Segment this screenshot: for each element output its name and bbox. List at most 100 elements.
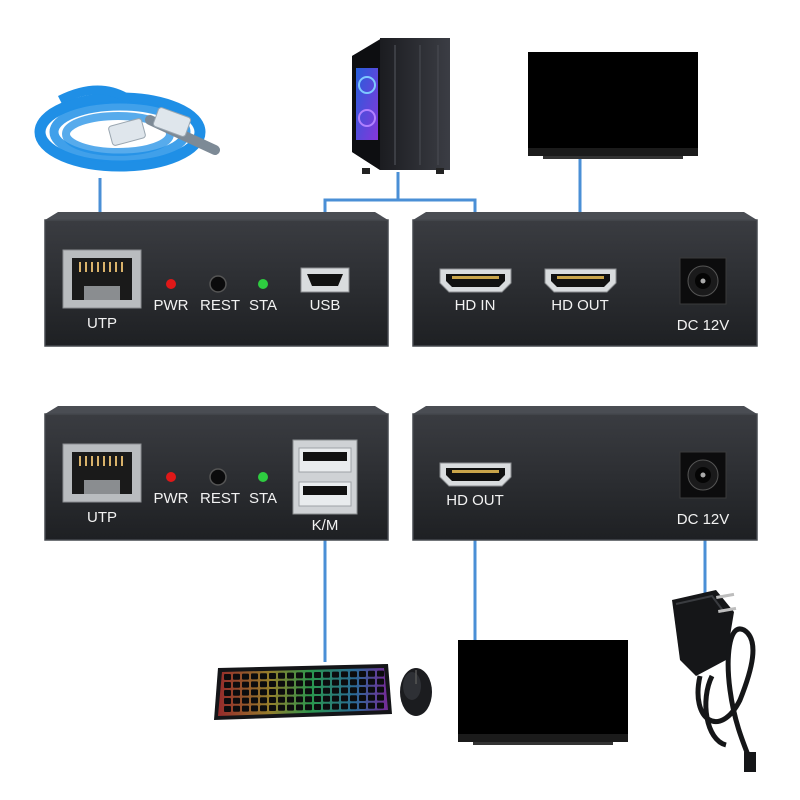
keyboard-key (260, 705, 267, 712)
keyboard-key (287, 672, 294, 679)
keyboard-key (368, 670, 375, 677)
dc-power-jack[interactable] (679, 257, 727, 305)
keyboard-key (233, 681, 240, 688)
keyboard-key (278, 704, 285, 711)
keyboard-key (314, 688, 321, 694)
keyboard-key (377, 670, 384, 677)
keyboard-key (332, 703, 339, 710)
keyboard-key (314, 696, 321, 702)
keyboard-key (350, 671, 357, 678)
keyboard-key (323, 703, 330, 710)
keyboard-key (296, 688, 303, 695)
monitor-icon (528, 52, 698, 159)
keyboard-key (341, 679, 348, 686)
keyboard-key (341, 703, 348, 710)
keyboard-key (332, 695, 339, 702)
keyboard-key (224, 706, 231, 712)
keyboard-key (323, 695, 330, 702)
keyboard-key (260, 681, 267, 688)
keyboard-key (359, 679, 366, 685)
keyboard-key (323, 671, 330, 678)
keyboard-key (287, 680, 294, 687)
keyboard-key (287, 696, 294, 703)
keyboard-key (242, 681, 249, 688)
keyboard-key (242, 697, 249, 704)
keyboard-key (359, 671, 366, 677)
keyboard-key (251, 681, 258, 688)
keyboard-key (260, 689, 267, 696)
keyboard-key (377, 686, 384, 693)
pwr-label: PWR (154, 297, 189, 314)
keyboard-key (260, 697, 267, 704)
keyboard-key (260, 673, 267, 680)
sta-label: STA (249, 297, 277, 314)
keyboard-key (242, 673, 249, 680)
usb-port[interactable] (300, 267, 350, 293)
dc-label: DC 12V (677, 511, 730, 528)
keyboard-key (251, 705, 258, 712)
pwr-led (166, 279, 176, 289)
km-usb-ports[interactable] (292, 439, 358, 515)
hd-out-label: HD OUT (551, 297, 609, 314)
keyboard-key (305, 672, 312, 679)
keyboard-key (368, 694, 375, 701)
keyboard-key (269, 681, 276, 687)
keyboard-key (368, 686, 375, 693)
keyboard-key (341, 687, 348, 694)
bottom-hdmi-unit: HD OUT DC 12V (412, 406, 758, 541)
keyboard-key (368, 702, 375, 709)
keyboard-key (287, 704, 294, 711)
utp-port[interactable] (62, 443, 142, 503)
power-adapter-icon (672, 590, 756, 772)
utp-label: UTP (87, 509, 117, 526)
keyboard-key (278, 696, 285, 703)
top-transmitter-unit: UTP PWR REST STA USB (44, 212, 389, 347)
pwr-label: PWR (154, 490, 189, 507)
hd-out-port[interactable] (544, 268, 617, 293)
utp-port[interactable] (62, 249, 142, 309)
sta-led (258, 472, 268, 482)
keyboard-key (269, 705, 276, 711)
keyboard-key (224, 690, 231, 696)
keyboard-key (278, 680, 285, 687)
keyboard-key (278, 688, 285, 695)
keyboard-key (305, 696, 312, 703)
pwr-led (166, 472, 176, 482)
keyboard-key (359, 687, 366, 693)
keyboard-key (233, 673, 240, 680)
keyboard-key (224, 698, 231, 704)
keyboard-key (350, 695, 357, 702)
keyboard-key (233, 689, 240, 696)
rest-label: REST (200, 297, 240, 314)
keyboard-key (269, 697, 276, 703)
keyboard-key (359, 703, 366, 709)
keyboard-key (314, 680, 321, 686)
monitor-icon (458, 640, 628, 745)
keyboard-key (332, 679, 339, 686)
keyboard-key (377, 678, 384, 685)
keyboard-key (233, 705, 240, 712)
keyboard-key (242, 689, 249, 696)
reset-button[interactable] (209, 275, 227, 293)
keyboard-key (251, 697, 258, 704)
bottom-receiver-unit: UTP PWR REST STA K/M (44, 406, 389, 541)
keyboard-key (359, 695, 366, 701)
keyboard-key (305, 688, 312, 695)
keyboard-key (341, 671, 348, 678)
dc-power-jack[interactable] (679, 451, 727, 499)
keyboard-key (296, 680, 303, 687)
hd-out-port[interactable] (439, 462, 512, 487)
keyboard-key (269, 673, 276, 679)
pc-tower-icon (352, 38, 450, 174)
keyboard-key (287, 688, 294, 695)
keyboard-key (332, 687, 339, 694)
keyboard-key (242, 705, 249, 712)
keyboard-key (296, 672, 303, 679)
keyboard-key (251, 689, 258, 696)
keyboard-key (233, 697, 240, 704)
keyboard-key (314, 704, 321, 710)
reset-button[interactable] (209, 468, 227, 486)
sta-label: STA (249, 490, 277, 507)
hd-in-port[interactable] (439, 268, 512, 293)
